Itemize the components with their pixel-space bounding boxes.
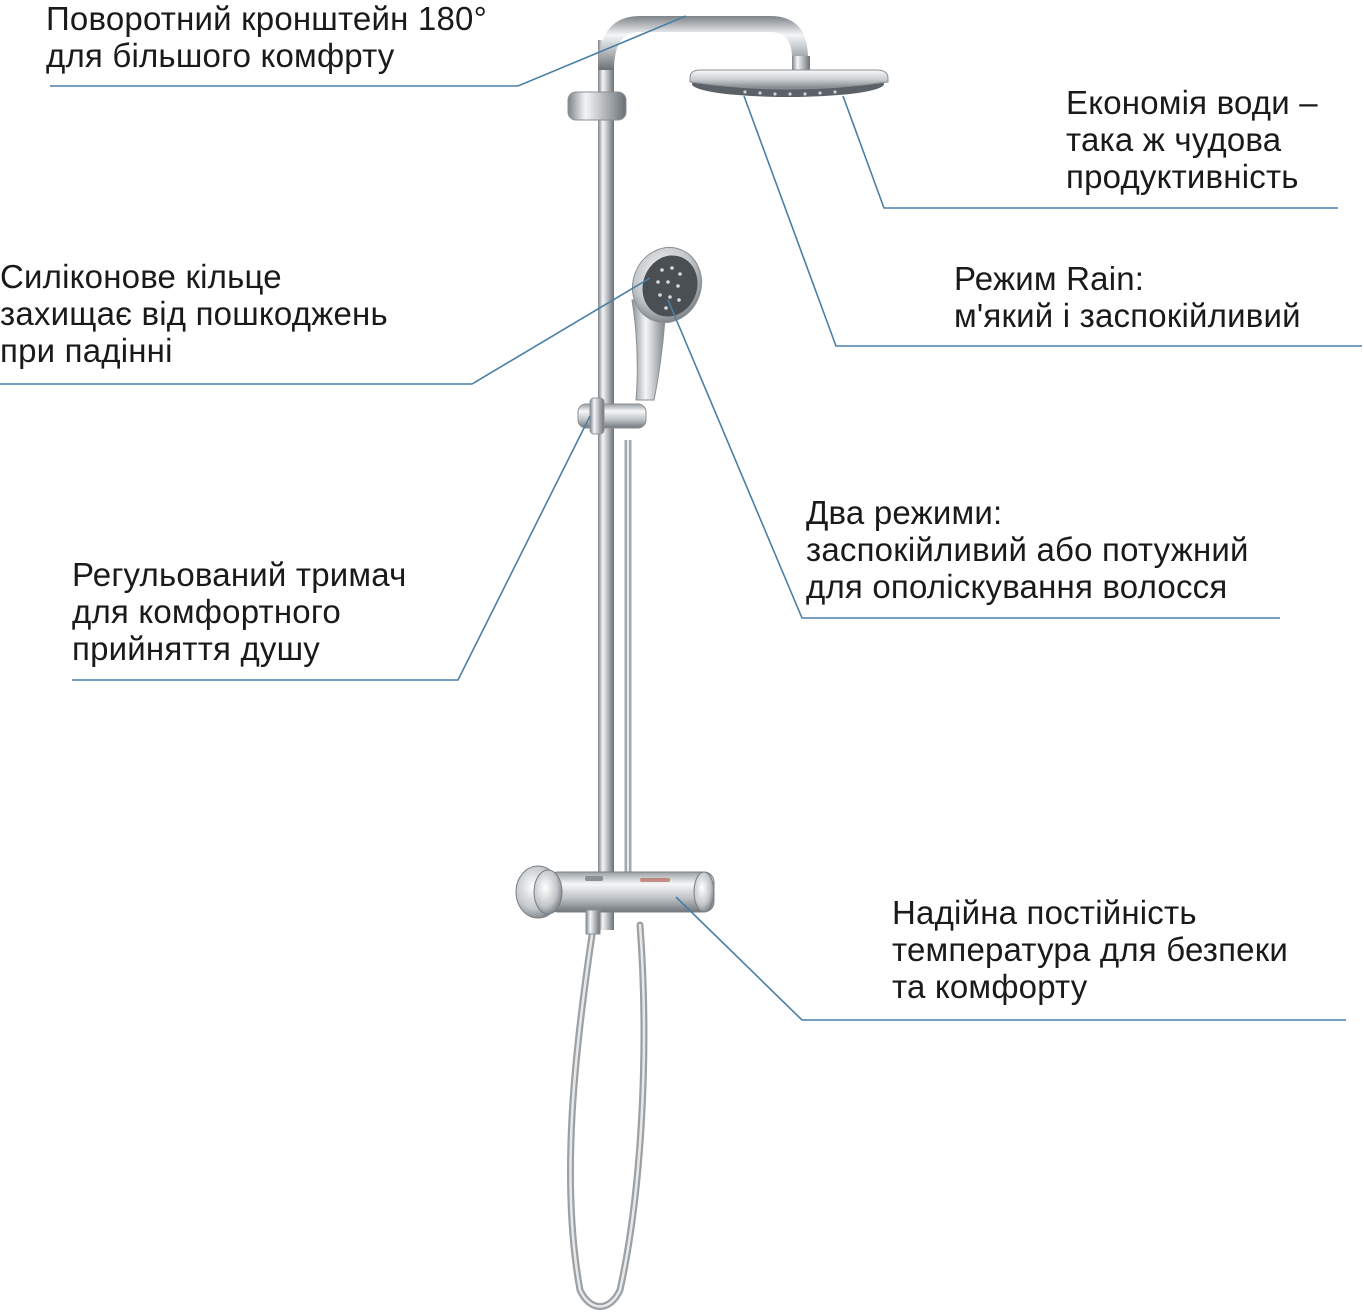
- rain-head-nozzles: [743, 90, 837, 96]
- callout-line: така ж чудова: [1066, 121, 1282, 158]
- callout-line: та комфорту: [892, 968, 1088, 1005]
- callout-line: Поворотний кронштейн 180°: [46, 0, 487, 37]
- callout-adjustable-holder: Регульований тримач для комфортного прий…: [72, 556, 407, 667]
- rain-head: [689, 69, 889, 90]
- callout-line: Надійна постійність: [892, 894, 1197, 931]
- callout-line: м'який і заспокійливий: [954, 297, 1301, 334]
- callout-line: Економія води –: [1066, 84, 1318, 121]
- top-bracket: [567, 91, 627, 121]
- hand-shower: [631, 246, 702, 401]
- callout-line: при падінні: [0, 332, 173, 369]
- riser-pipe: [598, 40, 614, 930]
- leader-silicone-ring: [0, 277, 651, 385]
- leader-water-saving: [842, 95, 1338, 209]
- callout-line: захищає від пошкоджень: [0, 295, 388, 332]
- callout-line: для комфортного: [72, 593, 341, 630]
- callout-thermostat: Надійна постійність температура для безп…: [892, 894, 1288, 1005]
- callout-line: Силіконове кільце: [0, 258, 282, 295]
- leader-thermostat: [675, 896, 1346, 1021]
- callout-line: Два режими:: [806, 494, 1003, 531]
- callout-line: температура для безпеки: [892, 931, 1289, 968]
- arm-joint: [792, 56, 810, 70]
- callout-line: Режим Rain:: [954, 260, 1145, 297]
- slide-holder: [577, 397, 647, 435]
- callout-two-modes: Два режими: заспокійливий або потужний д…: [806, 494, 1249, 605]
- callout-water-saving: Економія води – така ж чудова продуктивн…: [1066, 84, 1318, 195]
- leader-adjustable-holder: [72, 415, 591, 681]
- leader-two-modes: [667, 299, 1280, 619]
- leader-swivel-arm: [50, 15, 687, 87]
- callout-rain-mode: Режим Rain: м'який і заспокійливий: [954, 260, 1301, 334]
- hose-highlight: [569, 923, 646, 1308]
- callout-line: Регульований тримач: [72, 556, 407, 593]
- callout-line: продуктивність: [1066, 158, 1299, 195]
- hose: [566, 921, 648, 1310]
- callout-swivel-arm: Поворотний кронштейн 180° для більшого к…: [46, 0, 487, 74]
- leader-rain-mode: [743, 95, 1362, 347]
- overhead-arm: [598, 16, 808, 70]
- leader-lines: [0, 15, 1362, 1021]
- callout-line: для більшого комфрту: [46, 37, 395, 74]
- callout-silicone-ring: Силіконове кільце захищає від пошкоджень…: [0, 258, 388, 369]
- callout-line: заспокійливий або потужний: [806, 531, 1249, 568]
- thermostat: [515, 865, 715, 935]
- callout-line: прийняття душу: [72, 630, 320, 667]
- callout-line: для ополіскування волосся: [806, 568, 1228, 605]
